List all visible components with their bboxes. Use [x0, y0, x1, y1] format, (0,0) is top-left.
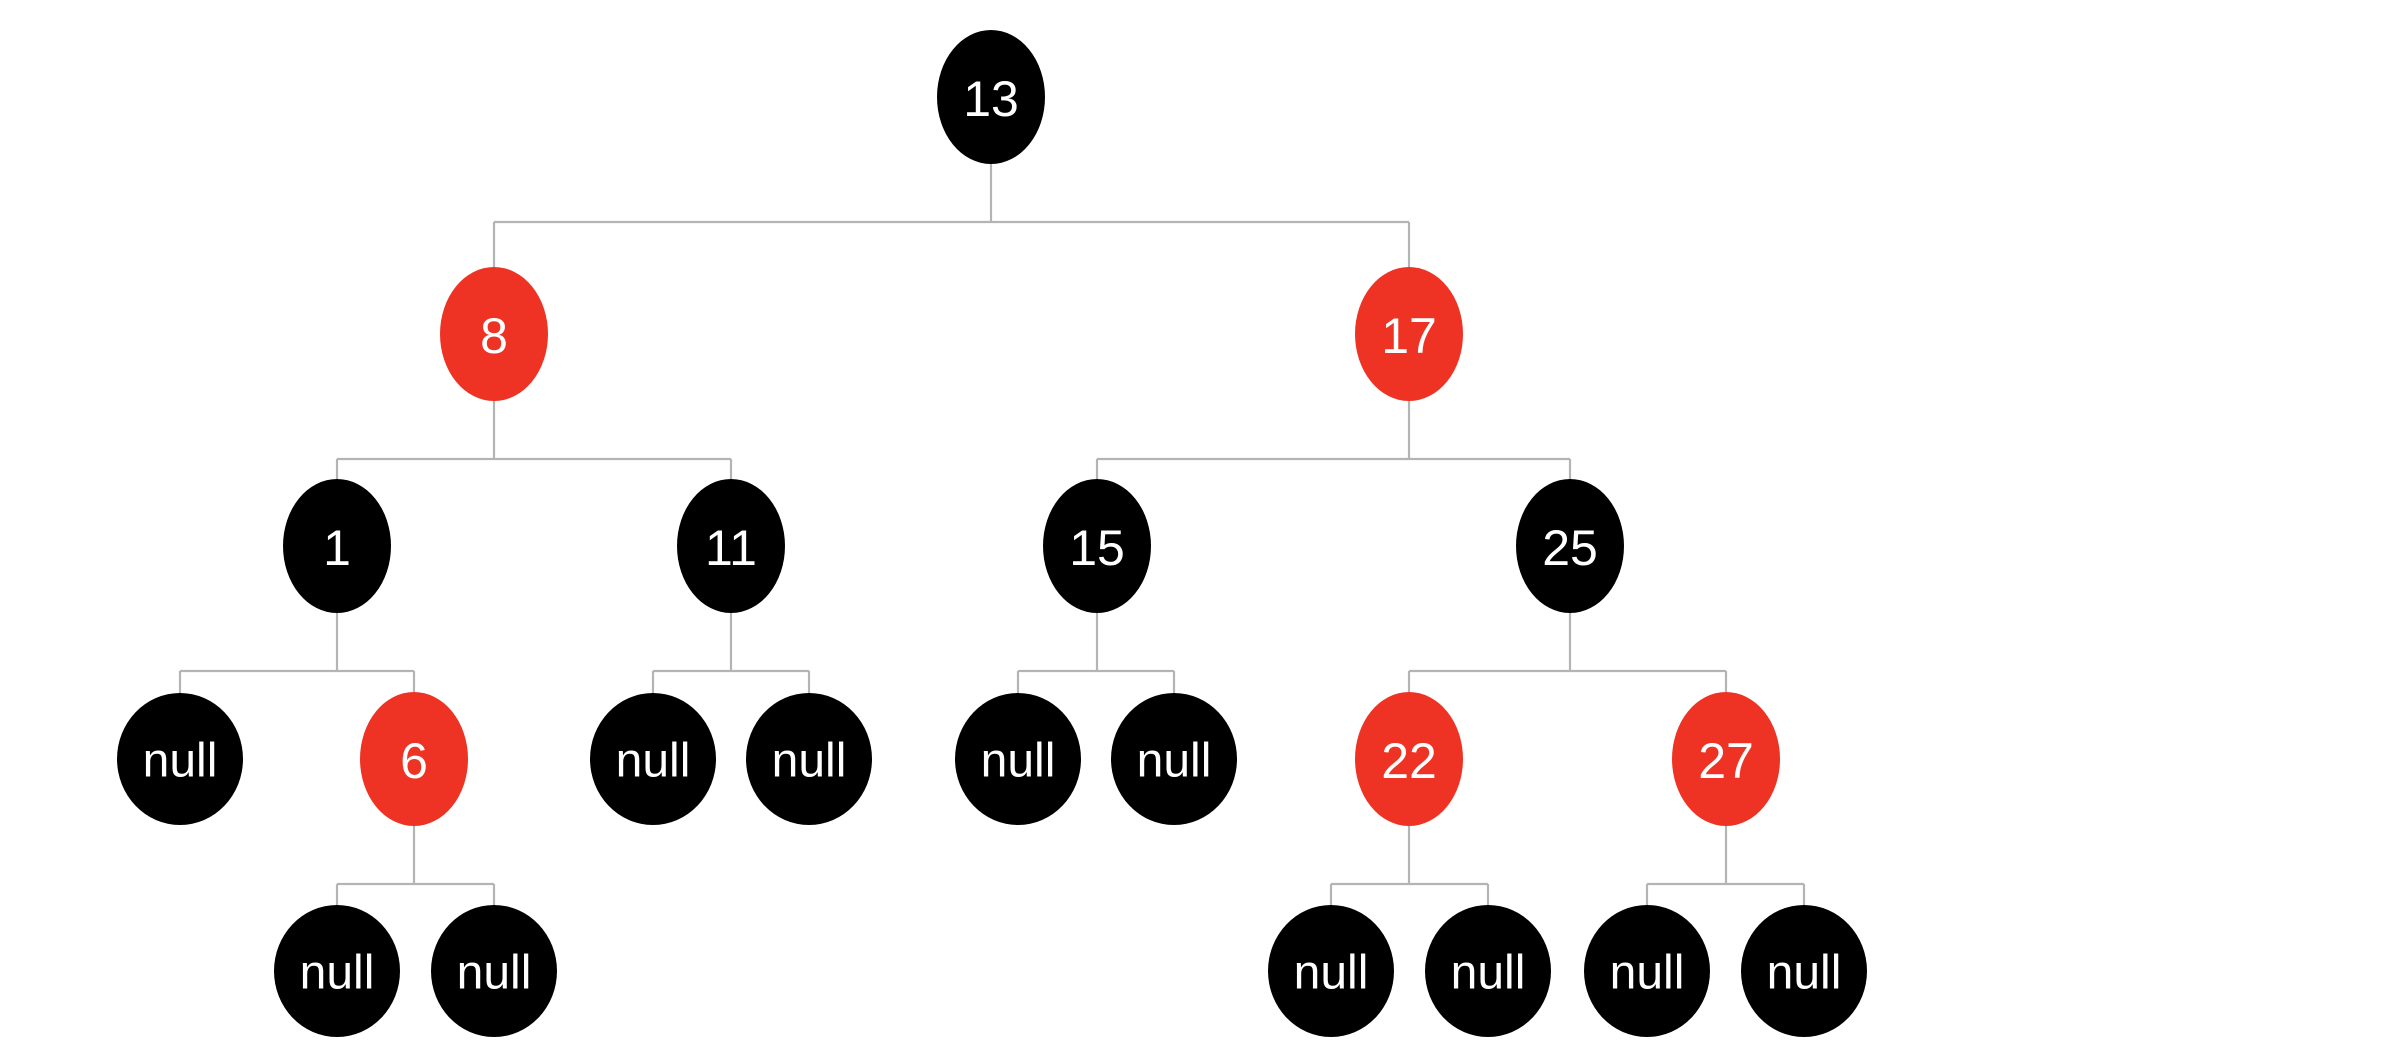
edge-group-n22 [1329, 822, 1490, 911]
node-label: null [616, 735, 691, 788]
black-node-shape [937, 30, 1045, 164]
tree-node-25: 25 [1516, 479, 1624, 613]
null-leaf-node: null [274, 905, 400, 1037]
red-node-shape [1355, 692, 1463, 826]
tree-node-22: 22 [1355, 692, 1463, 826]
edge-group-n8 [335, 397, 733, 485]
null-leaf-node: null [431, 905, 557, 1037]
edge-group-n27 [1645, 822, 1806, 911]
node-label: null [1767, 947, 1842, 1000]
black-node-shape [1043, 479, 1151, 613]
node-label: null [772, 735, 847, 788]
black-node-shape [590, 693, 716, 825]
black-node-shape [677, 479, 785, 613]
node-label: 15 [1069, 520, 1125, 576]
tree-node-6: 6 [360, 692, 468, 826]
tree-node-17: 17 [1355, 267, 1463, 401]
red-node-shape [440, 267, 548, 401]
null-leaf-node: null [1425, 905, 1551, 1037]
null-leaf-node: null [1584, 905, 1710, 1037]
node-label: 25 [1542, 520, 1598, 576]
tree-node-15: 15 [1043, 479, 1151, 613]
null-leaf-node: null [117, 693, 243, 825]
red-node-shape [360, 692, 468, 826]
node-label: null [981, 735, 1056, 788]
null-leaf-node: null [1741, 905, 1867, 1037]
node-label: 6 [400, 733, 428, 789]
tree-node-11: 11 [677, 479, 785, 613]
black-node-shape [274, 905, 400, 1037]
node-label: null [143, 735, 218, 788]
node-label: 17 [1381, 308, 1437, 364]
null-leaf-node: null [1268, 905, 1394, 1037]
null-leaf-node: null [1111, 693, 1237, 825]
tree-node-8: 8 [440, 267, 548, 401]
red-node-shape [1672, 692, 1780, 826]
node-label: 13 [963, 71, 1019, 127]
black-node-shape [431, 905, 557, 1037]
edge-group-n11 [651, 609, 811, 699]
null-leaf-node: null [590, 693, 716, 825]
black-node-shape [1584, 905, 1710, 1037]
black-node-shape [955, 693, 1081, 825]
node-label: 8 [480, 308, 508, 364]
node-label: null [1137, 735, 1212, 788]
edge-group-n6 [335, 822, 496, 911]
black-node-shape [1425, 905, 1551, 1037]
node-label: null [300, 947, 375, 1000]
black-node-shape [1516, 479, 1624, 613]
edge-group-n13 [492, 160, 1411, 273]
node-label: 1 [323, 520, 351, 576]
tree-node-27: 27 [1672, 692, 1780, 826]
node-label: 22 [1381, 733, 1437, 789]
tree-node-1: 1 [283, 479, 391, 613]
null-leaf-node: null [746, 693, 872, 825]
node-label: null [457, 947, 532, 1000]
black-node-shape [1741, 905, 1867, 1037]
edge-group-n17 [1095, 397, 1572, 485]
black-node-shape [746, 693, 872, 825]
node-label: null [1294, 947, 1369, 1000]
edge-group-n15 [1016, 609, 1176, 699]
red-node-shape [1355, 267, 1463, 401]
node-label: 27 [1698, 733, 1754, 789]
black-node-shape [1268, 905, 1394, 1037]
black-node-shape [283, 479, 391, 613]
black-node-shape [1111, 693, 1237, 825]
node-label: 11 [705, 520, 757, 576]
black-node-shape [117, 693, 243, 825]
node-label: null [1451, 947, 1526, 1000]
edge-group-n1 [178, 609, 416, 699]
tree-node-13: 13 [937, 30, 1045, 164]
edge-group-n25 [1407, 609, 1728, 698]
null-leaf-node: null [955, 693, 1081, 825]
node-label: null [1610, 947, 1685, 1000]
